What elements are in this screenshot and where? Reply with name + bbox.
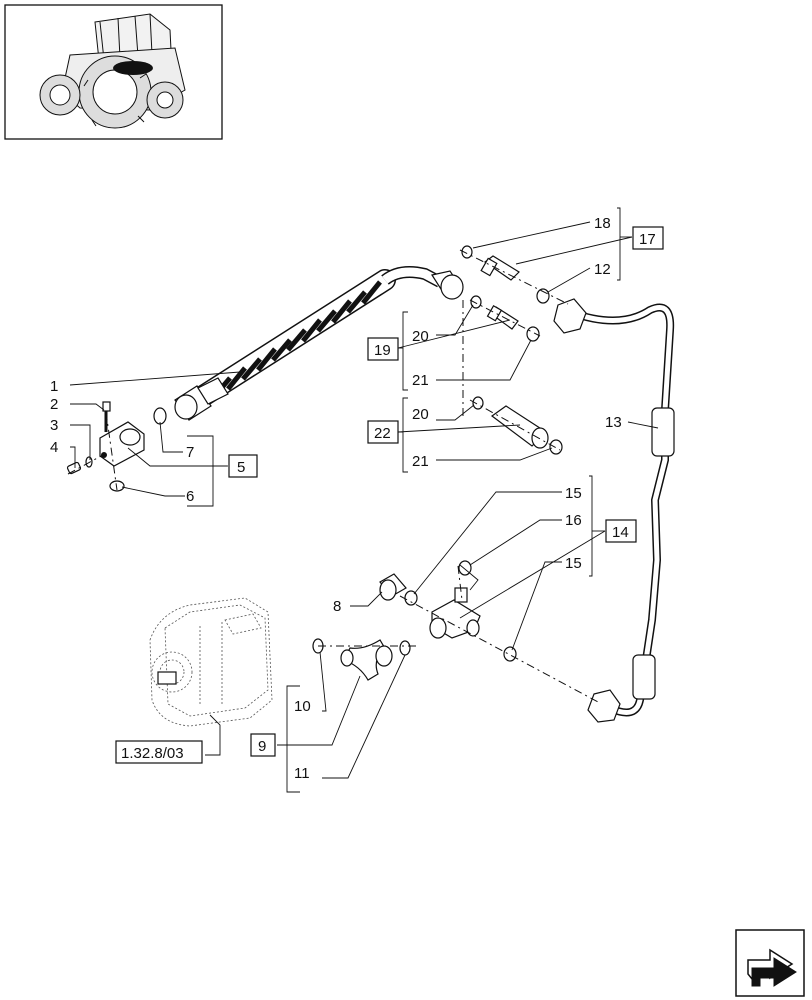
callout-14: 14 (612, 524, 629, 541)
leader-lines (69, 207, 659, 793)
tee-14 (429, 587, 481, 639)
cap-8 (379, 573, 407, 601)
fitting-22 (490, 405, 549, 449)
o-ring-18 (461, 245, 473, 259)
callout-8: 8 (333, 598, 341, 615)
o-ring-15b (503, 646, 517, 662)
flange-5 (99, 421, 145, 467)
pin-4 (66, 461, 82, 475)
callout-20b: 20 (412, 406, 429, 423)
callout-21b: 21 (412, 453, 429, 470)
hose-1 (174, 266, 464, 421)
callout-1: 1 (50, 378, 58, 395)
washer-3 (85, 456, 93, 468)
callout-5: 5 (237, 459, 245, 476)
o-ring-21b (549, 439, 563, 455)
callout-17: 17 (639, 231, 656, 248)
o-ring-7 (153, 407, 167, 425)
centerlines (67, 249, 601, 704)
fitting-17 (480, 255, 520, 281)
o-ring-11 (399, 640, 411, 656)
callout-reference: 1.32.8/03 (121, 745, 184, 762)
callout-3: 3 (50, 417, 58, 434)
callout-12: 12 (594, 261, 611, 278)
elbow-9 (340, 639, 393, 681)
callout-15b: 15 (565, 555, 582, 572)
next-page-arrow-icon[interactable] (735, 929, 805, 997)
label-boxes (115, 226, 664, 764)
o-ring-20a (470, 295, 482, 309)
pump-assembly (149, 597, 273, 727)
callout-19: 19 (374, 342, 391, 359)
callout-22: 22 (374, 425, 391, 442)
callout-18: 18 (594, 215, 611, 232)
tractor-location-icon[interactable] (4, 4, 223, 140)
callout-21a: 21 (412, 372, 429, 389)
callout-9: 9 (258, 738, 266, 755)
callout-15a: 15 (565, 485, 582, 502)
o-ring-6 (109, 480, 125, 492)
callout-4: 4 (50, 439, 58, 456)
callout-16: 16 (565, 512, 582, 529)
rigid-pipe-13 (553, 298, 675, 723)
callout-10: 10 (294, 698, 311, 715)
callout-11: 11 (294, 765, 310, 782)
callout-7: 7 (186, 444, 194, 461)
callout-6: 6 (186, 488, 194, 505)
callout-2: 2 (50, 396, 58, 413)
callout-13: 13 (605, 414, 622, 431)
callout-20a: 20 (412, 328, 429, 345)
o-ring-15a (404, 590, 418, 606)
